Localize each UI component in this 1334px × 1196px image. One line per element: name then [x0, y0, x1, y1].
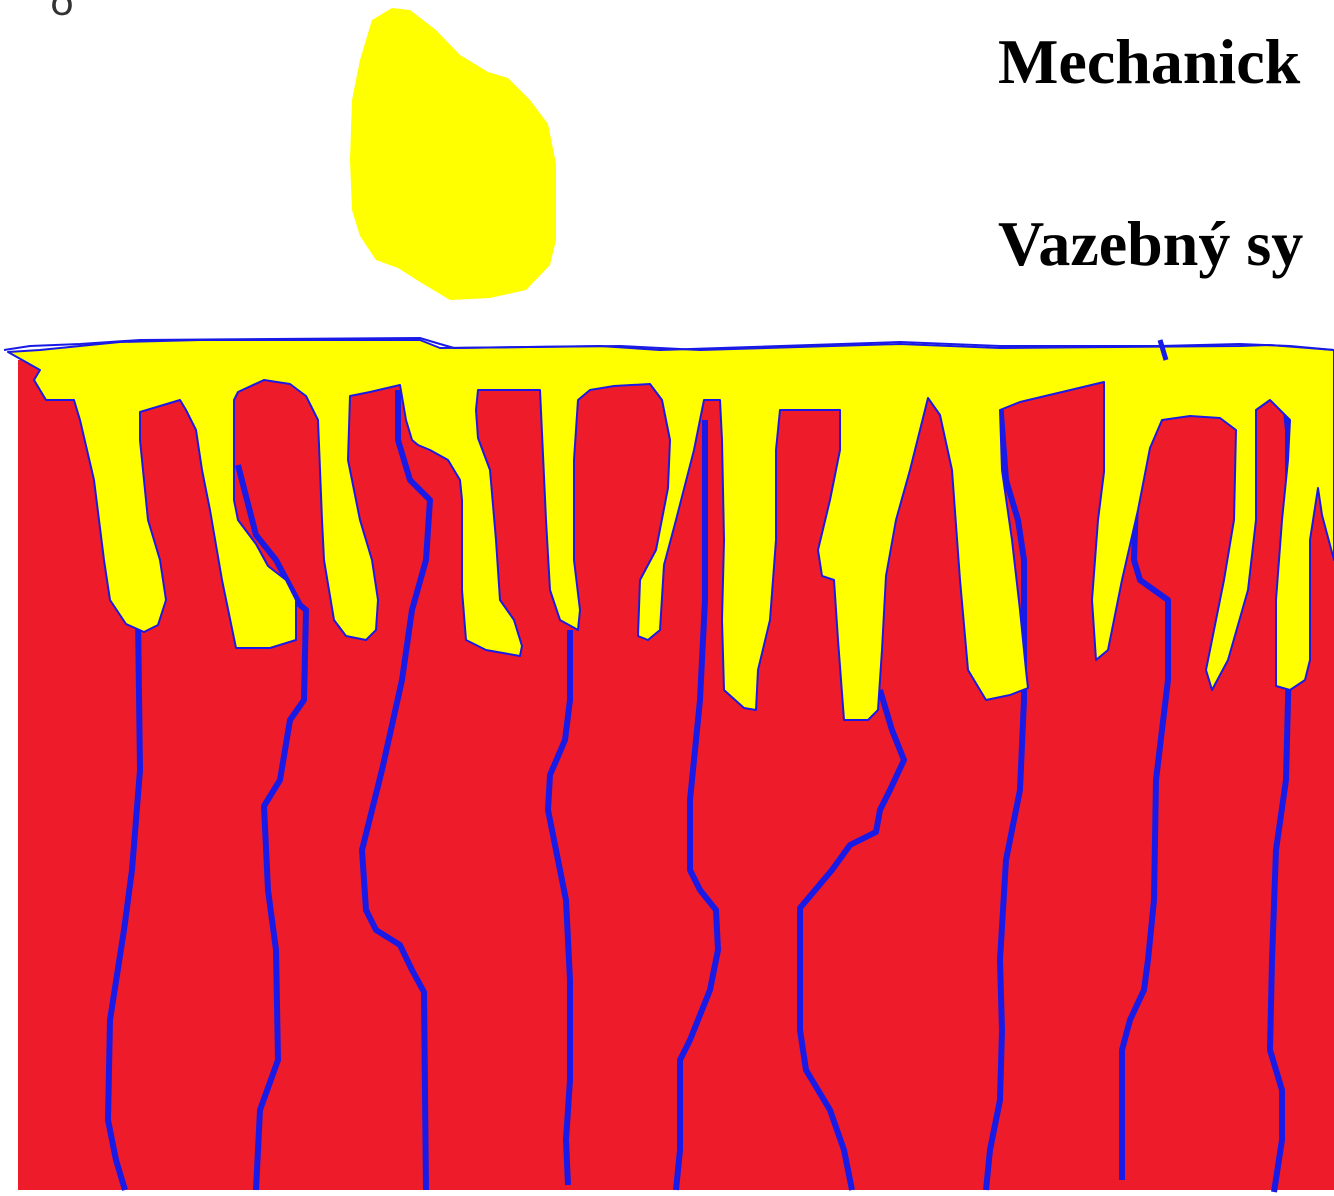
slide-title-line-2: Vazebný sy	[998, 212, 1303, 276]
corner-mark-glyph: ꝺ	[50, 0, 74, 27]
coating-droplet	[350, 8, 556, 300]
slide-title-line-1: Mechanick	[998, 30, 1300, 94]
